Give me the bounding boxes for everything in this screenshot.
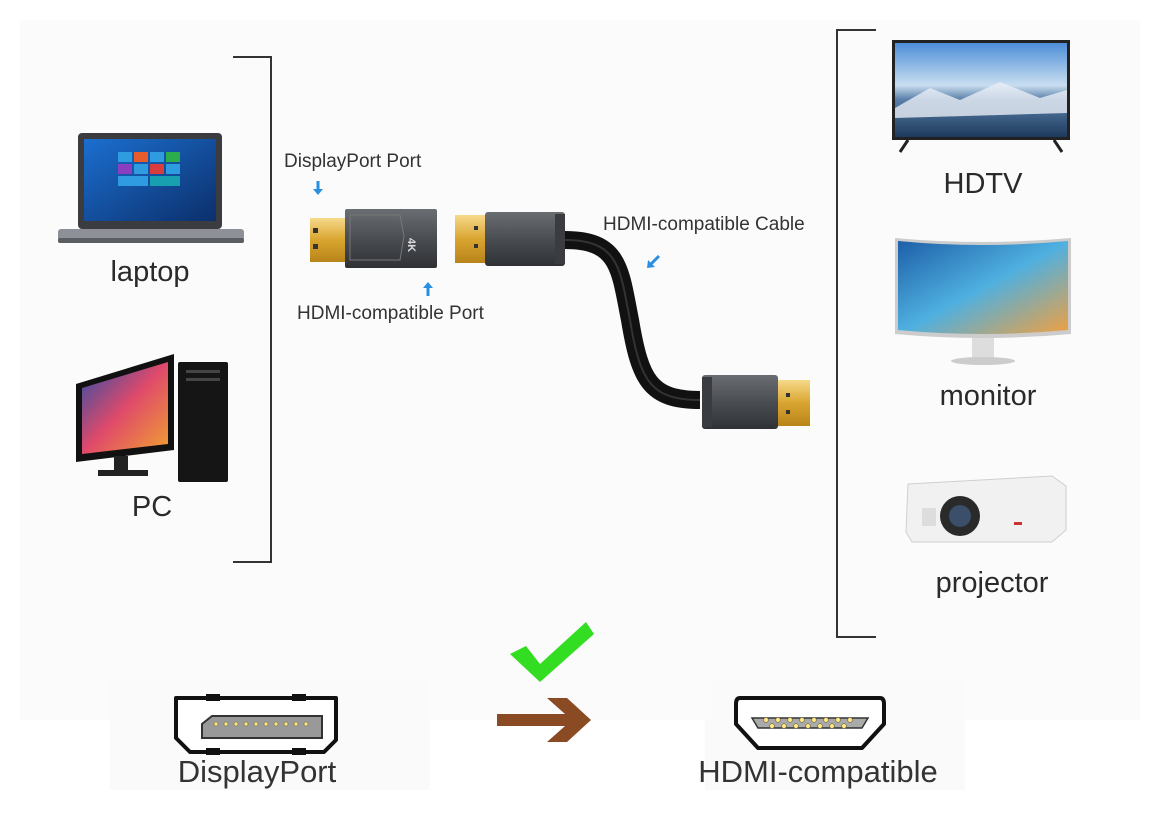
display-label-monitor: monitor (939, 380, 1037, 412)
display-label-projector: projector (935, 567, 1049, 599)
display-label-hdtv: HDTV (943, 168, 1023, 200)
to-connector-label: HDMI-compatible (698, 754, 938, 789)
source-label-pc: PC (131, 491, 173, 523)
left-bracket (233, 56, 272, 563)
projector-icon (905, 475, 1067, 543)
arrow-right-icon (497, 698, 591, 742)
displayport-port-label: DisplayPort Port (284, 151, 422, 172)
laptop-icon (58, 133, 244, 243)
hdmi-cable-label: HDMI-compatible Cable (603, 214, 805, 235)
source-label-laptop: laptop (110, 256, 190, 288)
adapter-and-cable-illustration: 4K (310, 209, 810, 429)
arrow-down-icon (313, 181, 323, 195)
hdmi-connector-icon (734, 696, 886, 750)
desktop-pc-icon (76, 354, 228, 482)
arrow-up-icon (423, 282, 433, 296)
hdmi-port-label: HDMI-compatible Port (297, 303, 484, 324)
right-bracket (836, 29, 876, 638)
adapter-badge: 4K (405, 238, 417, 252)
from-connector-label: DisplayPort (177, 754, 337, 789)
check-icon (510, 622, 594, 682)
arrow-diagonal-icon (647, 254, 661, 268)
curved-monitor-icon (895, 238, 1071, 365)
displayport-connector-icon (174, 694, 338, 755)
tv-icon (892, 40, 1070, 153)
